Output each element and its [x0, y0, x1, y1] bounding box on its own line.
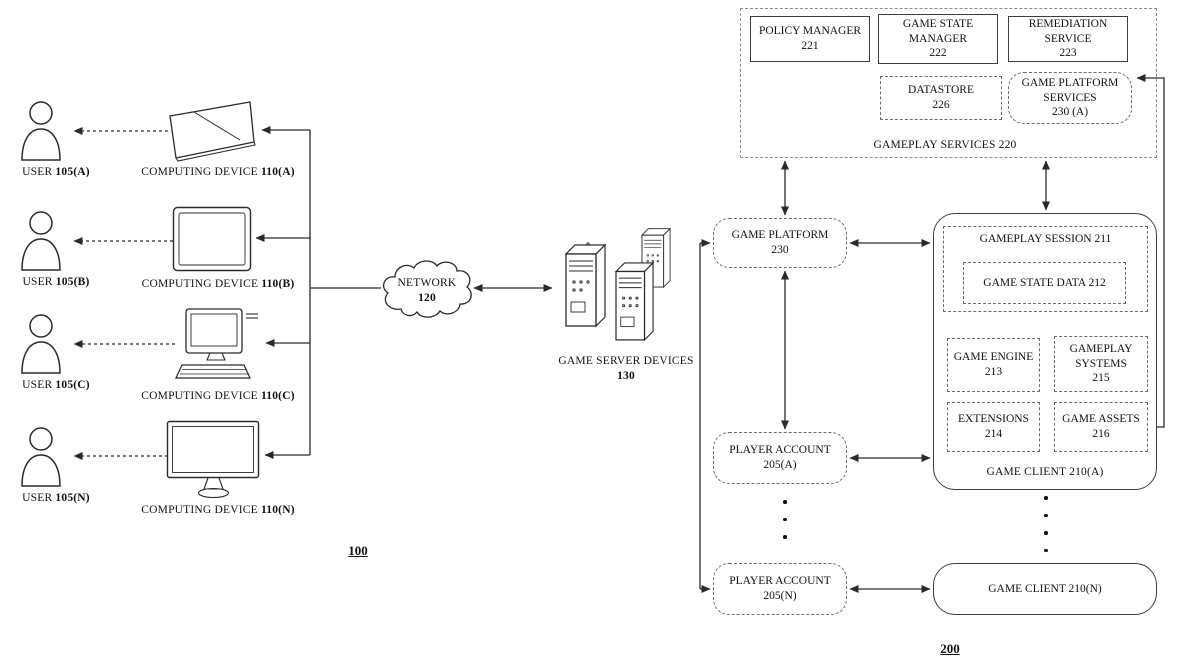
user-icon-c: [21, 314, 61, 374]
device-label-c: COMPUTING DEVICE 110(C): [141, 390, 295, 402]
policy-manager-box: POLICY MANAGER 221: [750, 16, 870, 62]
network-ref: 120: [418, 291, 436, 304]
remediation-service-box: REMEDIATION SERVICE 223: [1008, 16, 1128, 62]
server-label: GAME SERVER DEVICES 130: [536, 354, 716, 384]
game-assets-box: GAME ASSETS 216: [1054, 402, 1148, 452]
user-icon-b: [21, 211, 61, 271]
gameplay-services-caption: GAMEPLAY SERVICES 220: [873, 139, 1017, 151]
game-client-n-box: GAME CLIENT 210(N): [933, 563, 1157, 615]
game-client-a-caption: GAME CLIENT 210(A): [986, 466, 1104, 478]
user-label-c: USER 105(C): [22, 379, 90, 391]
ellipsis-dots-right: [1044, 496, 1048, 552]
extensions-box: EXTENSIONS 214: [947, 402, 1040, 452]
game-state-manager-box: GAME STATE MANAGER 222: [878, 14, 998, 64]
tablet-device-icon: [169, 101, 256, 162]
gameplay-session-title: GAMEPLAY SESSION 211: [979, 233, 1112, 245]
monitor-device-icon: [172, 206, 252, 272]
user-icon-n: [21, 427, 61, 487]
network-label: NETWORK 120: [389, 276, 465, 306]
device-label-b: COMPUTING DEVICE 110(B): [141, 278, 295, 290]
network-cloud-icon: [382, 260, 472, 318]
device-label-n: COMPUTING DEVICE 110(N): [141, 504, 295, 516]
game-engine-box: GAME ENGINE 213: [947, 338, 1040, 392]
game-platform-box: GAME PLATFORM 230: [713, 218, 847, 268]
desktop-device-icon: [175, 308, 258, 379]
network-name: NETWORK: [397, 277, 457, 289]
player-account-a-box: PLAYER ACCOUNT 205(A): [713, 432, 847, 484]
widescreen-device-icon: [166, 420, 260, 499]
device-label-a: COMPUTING DEVICE 110(A): [141, 166, 295, 178]
user-label-a: USER 105(A): [22, 166, 90, 178]
player-account-n-box: PLAYER ACCOUNT 205(N): [713, 563, 847, 615]
ellipsis-dots-left: [783, 500, 787, 539]
server-name: GAME SERVER DEVICES: [558, 355, 694, 367]
user-label-b: USER 105(B): [22, 276, 90, 288]
datastore-box: DATASTORE 226: [880, 76, 1002, 120]
gameplay-systems-box: GAMEPLAY SYSTEMS 215: [1054, 336, 1148, 392]
game-state-data-box: GAME STATE DATA 212: [963, 262, 1126, 304]
figure-100-label: 100: [348, 543, 368, 558]
server-group-icon: [564, 227, 672, 342]
figure-200-label: 200: [940, 641, 960, 656]
user-icon-a: [21, 101, 61, 161]
game-platform-services-box: GAME PLATFORM SERVICES 230 (A): [1008, 72, 1132, 124]
user-label-n: USER 105(N): [22, 492, 90, 504]
server-ref: 130: [617, 369, 635, 382]
